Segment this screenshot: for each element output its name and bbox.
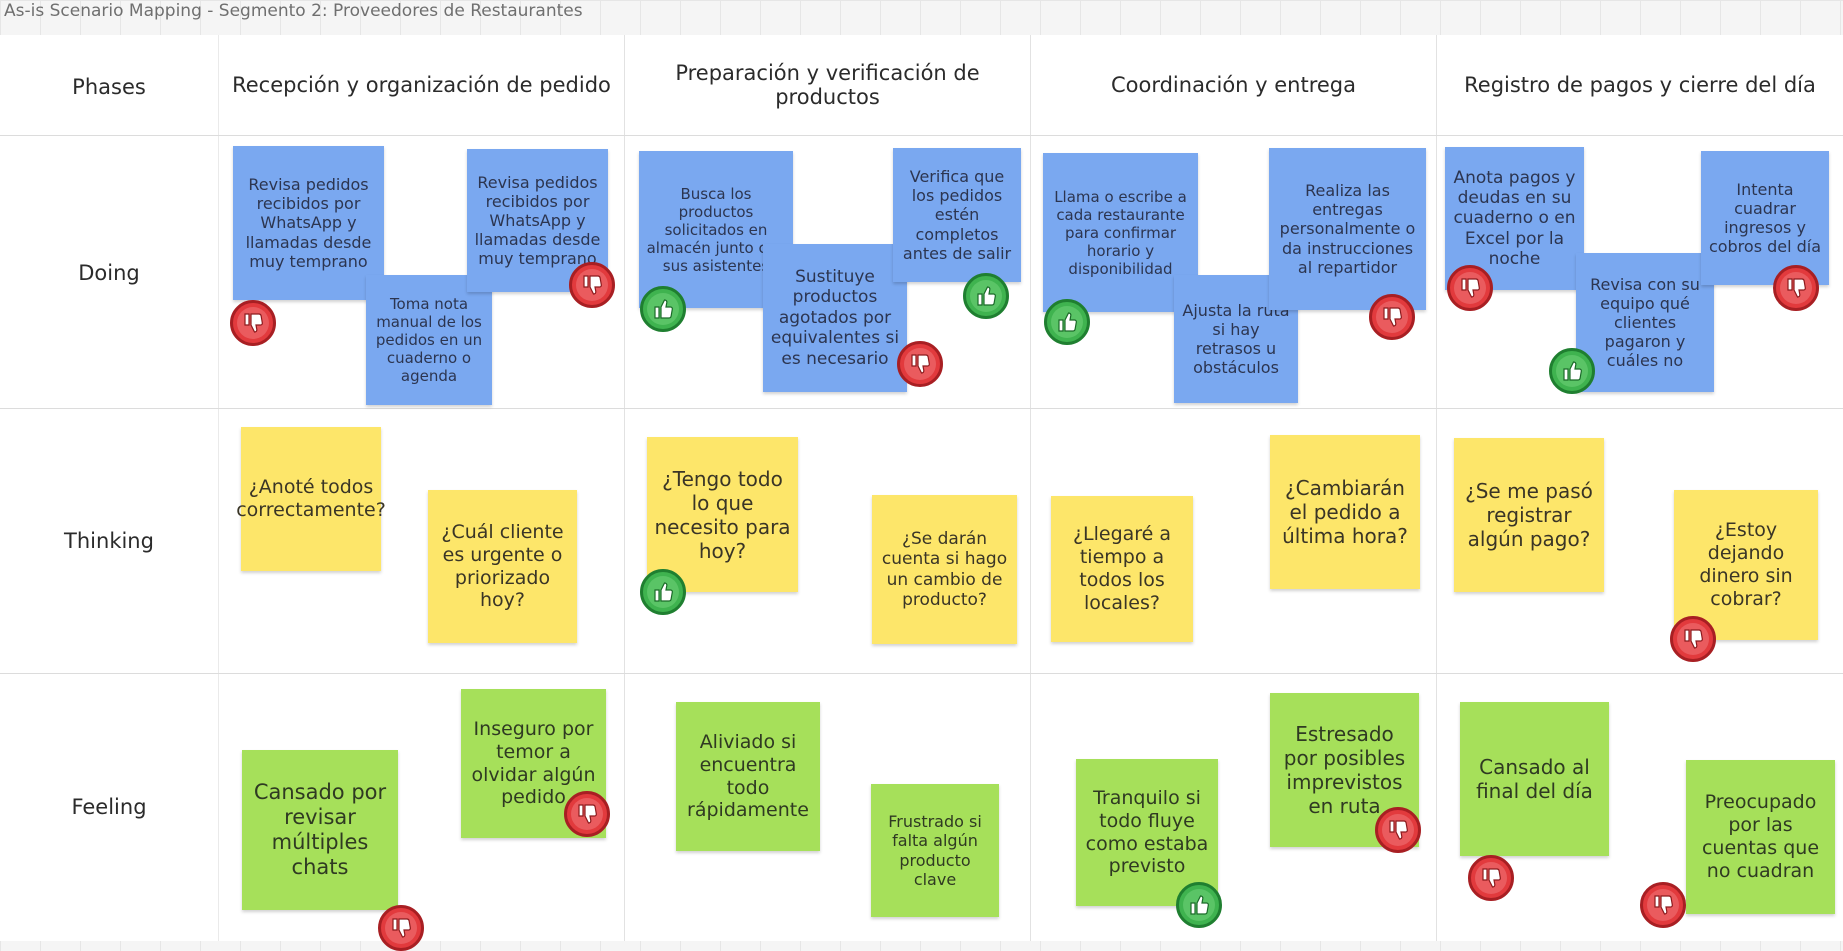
sticky-note[interactable]: Busca los productos solicitados en almac… xyxy=(639,151,793,308)
thumbs-down-icon xyxy=(1369,294,1415,340)
thumbs-down-icon xyxy=(1382,814,1414,846)
row-label-thinking: Thinking xyxy=(64,529,154,553)
sticky-note[interactable]: Realiza las entregas personalmente o da … xyxy=(1269,148,1426,310)
thumbs-up-icon xyxy=(963,273,1009,319)
sticky-note[interactable]: ¿Se me pasó registrar algún pago? xyxy=(1454,438,1604,592)
thumbs-down-icon xyxy=(237,307,269,339)
row-divider xyxy=(0,408,1843,409)
thumbs-down-icon xyxy=(1677,623,1709,655)
sticky-note[interactable]: Toma nota manual de los pedidos en un cu… xyxy=(366,275,492,405)
sticky-note[interactable]: ¿Estoy dejando dinero sin cobrar? xyxy=(1674,490,1818,640)
sticky-note[interactable]: Frustrado si falta algún producto clave xyxy=(871,784,999,917)
phase-header: Recepción y organización de pedido xyxy=(219,35,624,135)
sticky-note[interactable]: ¿Se darán cuenta si hago un cambio de pr… xyxy=(872,495,1017,644)
thumbs-up-icon xyxy=(1051,306,1083,338)
sticky-note[interactable]: Cansado al final del día xyxy=(1460,702,1609,856)
thumbs-down-icon xyxy=(1454,272,1486,304)
thumbs-up-icon xyxy=(1044,299,1090,345)
sticky-note[interactable]: Verifica que los pedidos estén completos… xyxy=(893,148,1021,282)
thumbs-down-icon xyxy=(1773,265,1819,311)
thumbs-down-icon xyxy=(230,300,276,346)
column-divider xyxy=(1030,35,1031,941)
column-divider xyxy=(1436,35,1437,941)
thumbs-down-icon xyxy=(378,905,424,951)
column-divider xyxy=(624,35,625,941)
phase-header: Coordinación y entrega xyxy=(1031,35,1436,135)
scenario-board[interactable]: Recepción y organización de pedido Prepa… xyxy=(0,35,1843,951)
phase-header: Registro de pagos y cierre del día xyxy=(1437,35,1843,135)
thumbs-down-icon xyxy=(1468,855,1514,901)
thumbs-down-icon xyxy=(1447,265,1493,311)
thumbs-down-icon xyxy=(571,798,603,830)
sticky-note[interactable]: ¿Cambiarán el pedido a última hora? xyxy=(1270,435,1420,589)
sticky-note[interactable]: Intenta cuadrar ingresos y cobros del dí… xyxy=(1701,151,1829,285)
thumbs-down-icon xyxy=(1780,272,1812,304)
row-label-feeling: Feeling xyxy=(71,795,147,819)
sticky-note[interactable]: Aliviado si encuentra todo rápidamente xyxy=(676,702,820,851)
board-title: As-is Scenario Mapping - Segmento 2: Pro… xyxy=(4,1,583,21)
thumbs-down-icon xyxy=(904,348,936,380)
thumbs-down-icon xyxy=(1647,889,1679,921)
thumbs-down-icon xyxy=(1475,862,1507,894)
thumbs-up-icon xyxy=(647,576,679,608)
thumbs-down-icon xyxy=(897,341,943,387)
thumbs-down-icon xyxy=(1376,301,1408,333)
thumbs-down-icon xyxy=(385,912,417,944)
sticky-note[interactable]: Llama o escribe a cada restaurante para … xyxy=(1043,153,1198,312)
row-divider xyxy=(0,135,1843,136)
row-label-phases: Phases xyxy=(72,75,146,99)
sticky-note[interactable]: Sustituye productos agotados por equival… xyxy=(763,244,907,392)
sticky-note[interactable]: Inseguro por temor a olvidar algún pedid… xyxy=(461,689,606,838)
row-label-doing: Doing xyxy=(78,261,140,285)
sticky-note[interactable]: Cansado por revisar múltiples chats xyxy=(242,750,398,910)
sticky-note[interactable]: ¿Anoté todos correctamente? xyxy=(236,427,386,571)
sticky-note[interactable]: Preocupado por las cuentas que no cuadra… xyxy=(1686,760,1835,914)
thumbs-up-icon xyxy=(640,286,686,332)
thumbs-up-icon xyxy=(1176,882,1222,928)
thumbs-up-icon xyxy=(647,293,679,325)
sticky-note[interactable]: ¿Tengo todo lo que necesito para hoy? xyxy=(647,437,798,592)
thumbs-up-icon xyxy=(640,569,686,615)
thumbs-down-icon xyxy=(569,262,615,308)
sticky-note[interactable]: ¿Cuál cliente es urgente o priorizado ho… xyxy=(428,490,577,643)
sticky-note[interactable]: Revisa pedidos recibidos por WhatsApp y … xyxy=(467,149,608,292)
thumbs-down-icon xyxy=(1670,616,1716,662)
thumbs-up-icon xyxy=(970,280,1002,312)
thumbs-up-icon xyxy=(1183,889,1215,921)
thumbs-up-icon xyxy=(1549,348,1595,394)
sticky-note[interactable]: Tranquilo si todo fluye como estaba prev… xyxy=(1076,759,1218,906)
sticky-note[interactable]: ¿Llegaré a tiempo a todos los locales? xyxy=(1051,496,1193,642)
sticky-note[interactable]: Revisa con su equipo qué clientes pagaro… xyxy=(1576,253,1714,392)
thumbs-up-icon xyxy=(1556,355,1588,387)
thumbs-down-icon xyxy=(1375,807,1421,853)
thumbs-down-icon xyxy=(1640,882,1686,928)
sticky-note[interactable]: Revisa pedidos recibidos por WhatsApp y … xyxy=(233,146,384,300)
thumbs-down-icon xyxy=(576,269,608,301)
column-divider xyxy=(218,35,219,941)
row-divider xyxy=(0,673,1843,674)
phase-header: Preparación y verificación de productos xyxy=(625,35,1030,135)
thumbs-down-icon xyxy=(564,791,610,837)
